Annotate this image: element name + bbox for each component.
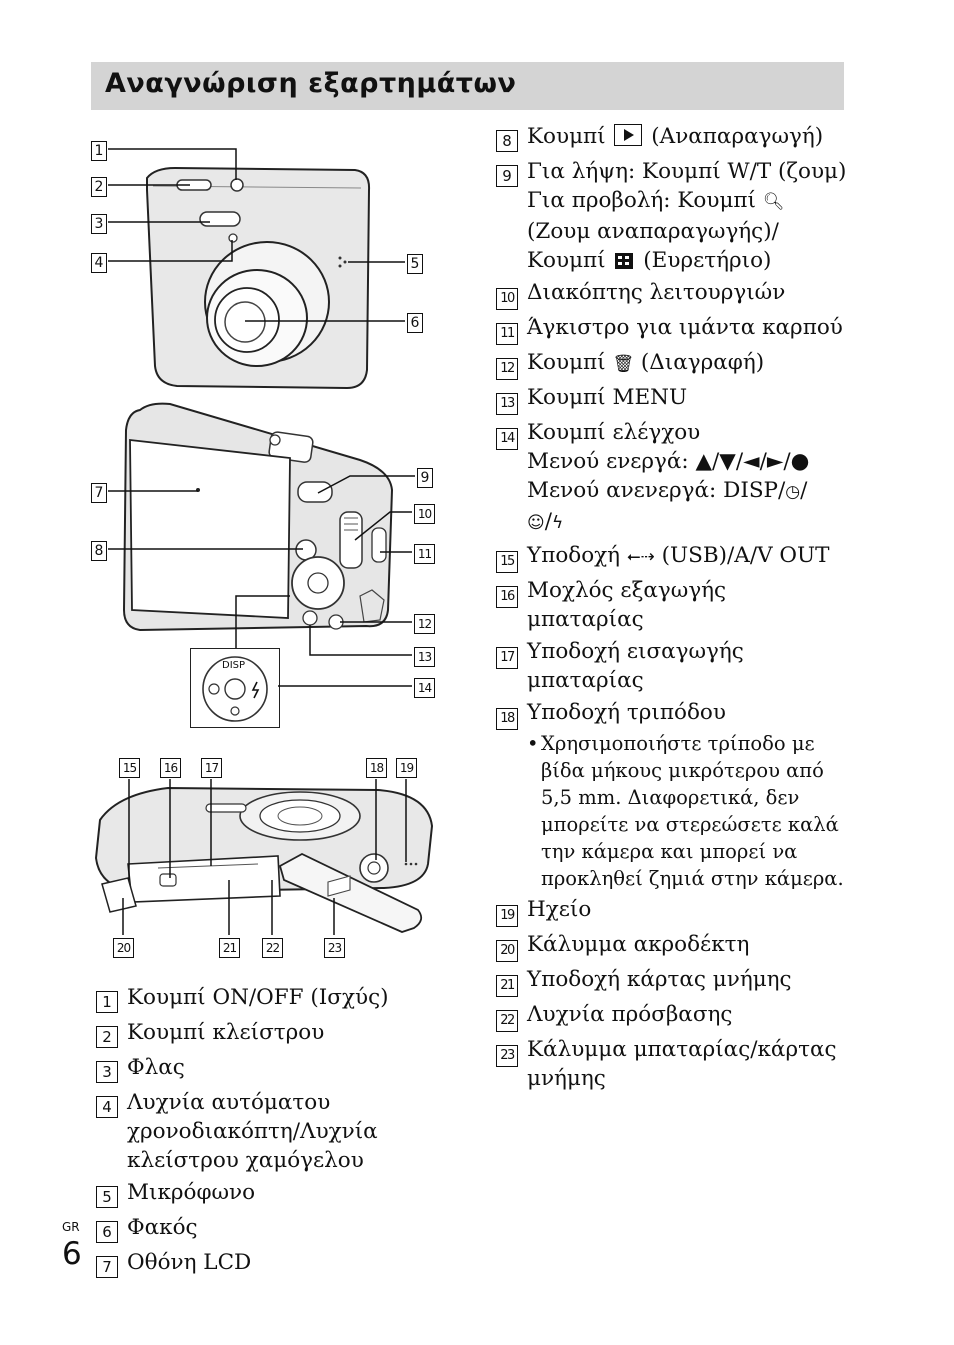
- tripod-note: •Χρησιμοποιήστε τρίποδο με βίδα μήκους μ…: [527, 732, 844, 890]
- playback-icon: [614, 124, 643, 146]
- callout-10: 10: [414, 503, 435, 524]
- callout-9: 9: [417, 467, 433, 488]
- camera-front-illustration: [146, 166, 371, 390]
- camera-back-illustration: [122, 402, 394, 632]
- list-item: 12 Κουμπί 🗑︎ (Διαγραφή): [496, 348, 848, 380]
- control-dial-inset: DISP: [190, 648, 280, 728]
- control-dial-icon: [202, 656, 268, 722]
- callout-4: 4: [91, 252, 107, 273]
- callout-16: 16: [160, 757, 181, 778]
- index-grid-icon: [615, 253, 634, 269]
- callout-21: 21: [219, 937, 240, 958]
- callout-2: 2: [91, 176, 107, 197]
- list-item: 8 Κουμπί (Αναπαραγωγή): [496, 122, 848, 154]
- bottom-callout-lines: [122, 779, 407, 935]
- callout-7: 7: [91, 482, 107, 503]
- dial-disp-label: DISP: [222, 660, 246, 671]
- callout-12: 12: [414, 613, 435, 634]
- callout-18: 18: [366, 757, 387, 778]
- camera-bottom-illustration: [94, 786, 434, 933]
- callout-13: 13: [414, 646, 435, 667]
- list-item: 9 Για λήψη: Κουμπί W/T (ζουμ) Για προβολ…: [496, 157, 848, 275]
- callout-20: 20: [113, 937, 134, 958]
- trash-icon: 🗑︎: [612, 354, 635, 374]
- callout-19: 19: [396, 757, 417, 778]
- page-title: Αναγνώριση εξαρτημάτων: [105, 68, 517, 99]
- callout-5: 5: [407, 253, 423, 274]
- middle-callout-lines: [108, 475, 415, 687]
- callout-17: 17: [201, 757, 222, 778]
- callout-1: 1: [91, 140, 107, 161]
- callout-22: 22: [262, 937, 283, 958]
- top-callout-lines: [108, 148, 405, 322]
- callout-3: 3: [91, 213, 107, 234]
- callout-23: 23: [324, 937, 345, 958]
- callout-15: 15: [119, 757, 140, 778]
- list-item: 15 Υποδοχή ⭠⇢ (USB)/A/V OUT: [496, 541, 848, 573]
- language-code: GR: [62, 1220, 80, 1234]
- callout-8: 8: [91, 540, 107, 561]
- callout-6: 6: [407, 312, 423, 333]
- flash-icon: ϟ: [551, 513, 564, 533]
- section-title-bar: Αναγνώριση εξαρτημάτων: [91, 62, 844, 110]
- list-item: 14 Κουμπί ελέγχου Μενού ενεργά: ▲/▼/◄/►/…: [496, 418, 848, 538]
- self-timer-icon: ◷: [785, 482, 801, 502]
- zoom-magnifier-icon: 🔍︎: [762, 192, 785, 212]
- callout-14: 14: [414, 677, 435, 698]
- page-number: 6: [62, 1236, 82, 1272]
- smile-icon: ☺: [527, 513, 545, 533]
- usb-icon: ⭠⇢: [626, 547, 655, 567]
- callout-11: 11: [414, 543, 435, 564]
- right-parts-list: 8 Κουμπί (Αναπαραγωγή) 9 Για λήψη: Κουμπ…: [496, 122, 848, 1096]
